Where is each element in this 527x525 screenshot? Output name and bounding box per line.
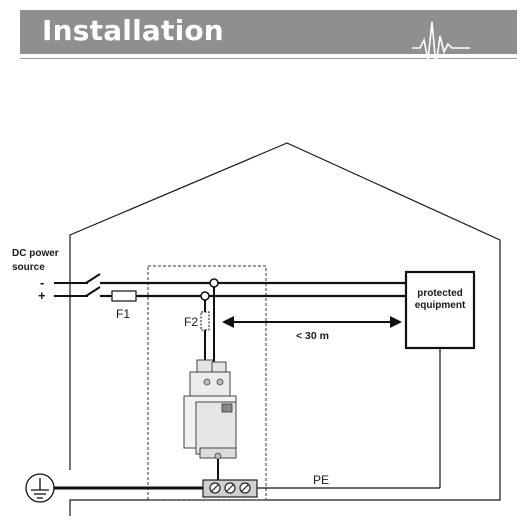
header-divider [20,58,517,59]
spd-enclosure-dashed [147,265,267,501]
dc-power-label-line1: DC power [12,248,59,259]
dc-power-label-line2: source [12,262,45,273]
ground-icon [25,473,55,503]
surge-protection-device [183,359,237,482]
page-title: Installation [42,14,224,47]
minus-label: - [40,275,44,290]
equipment-label-line2: equipment [415,300,466,311]
junction-minus [209,278,219,288]
pulse-logo-icon [412,21,470,67]
switch-minus-blade [85,273,101,284]
switch-plus-blade [85,286,101,297]
pe-label: PE [313,473,329,487]
terminal-screws [209,482,251,494]
distance-arrowhead-right [390,316,402,328]
equipment-label-line1: protected [417,288,463,299]
plus-label: + [38,288,46,303]
junction-plus [200,291,210,301]
fuse-f2 [200,311,210,331]
fuse-f2-label: F2 [184,315,198,329]
distance-label: < 30 m [296,330,329,342]
header-banner: Installation [20,10,517,54]
house-outline [69,142,501,502]
fuse-f1-label: F1 [116,307,130,321]
distance-arrowhead-left [222,316,234,328]
fuse-f1 [111,290,137,302]
